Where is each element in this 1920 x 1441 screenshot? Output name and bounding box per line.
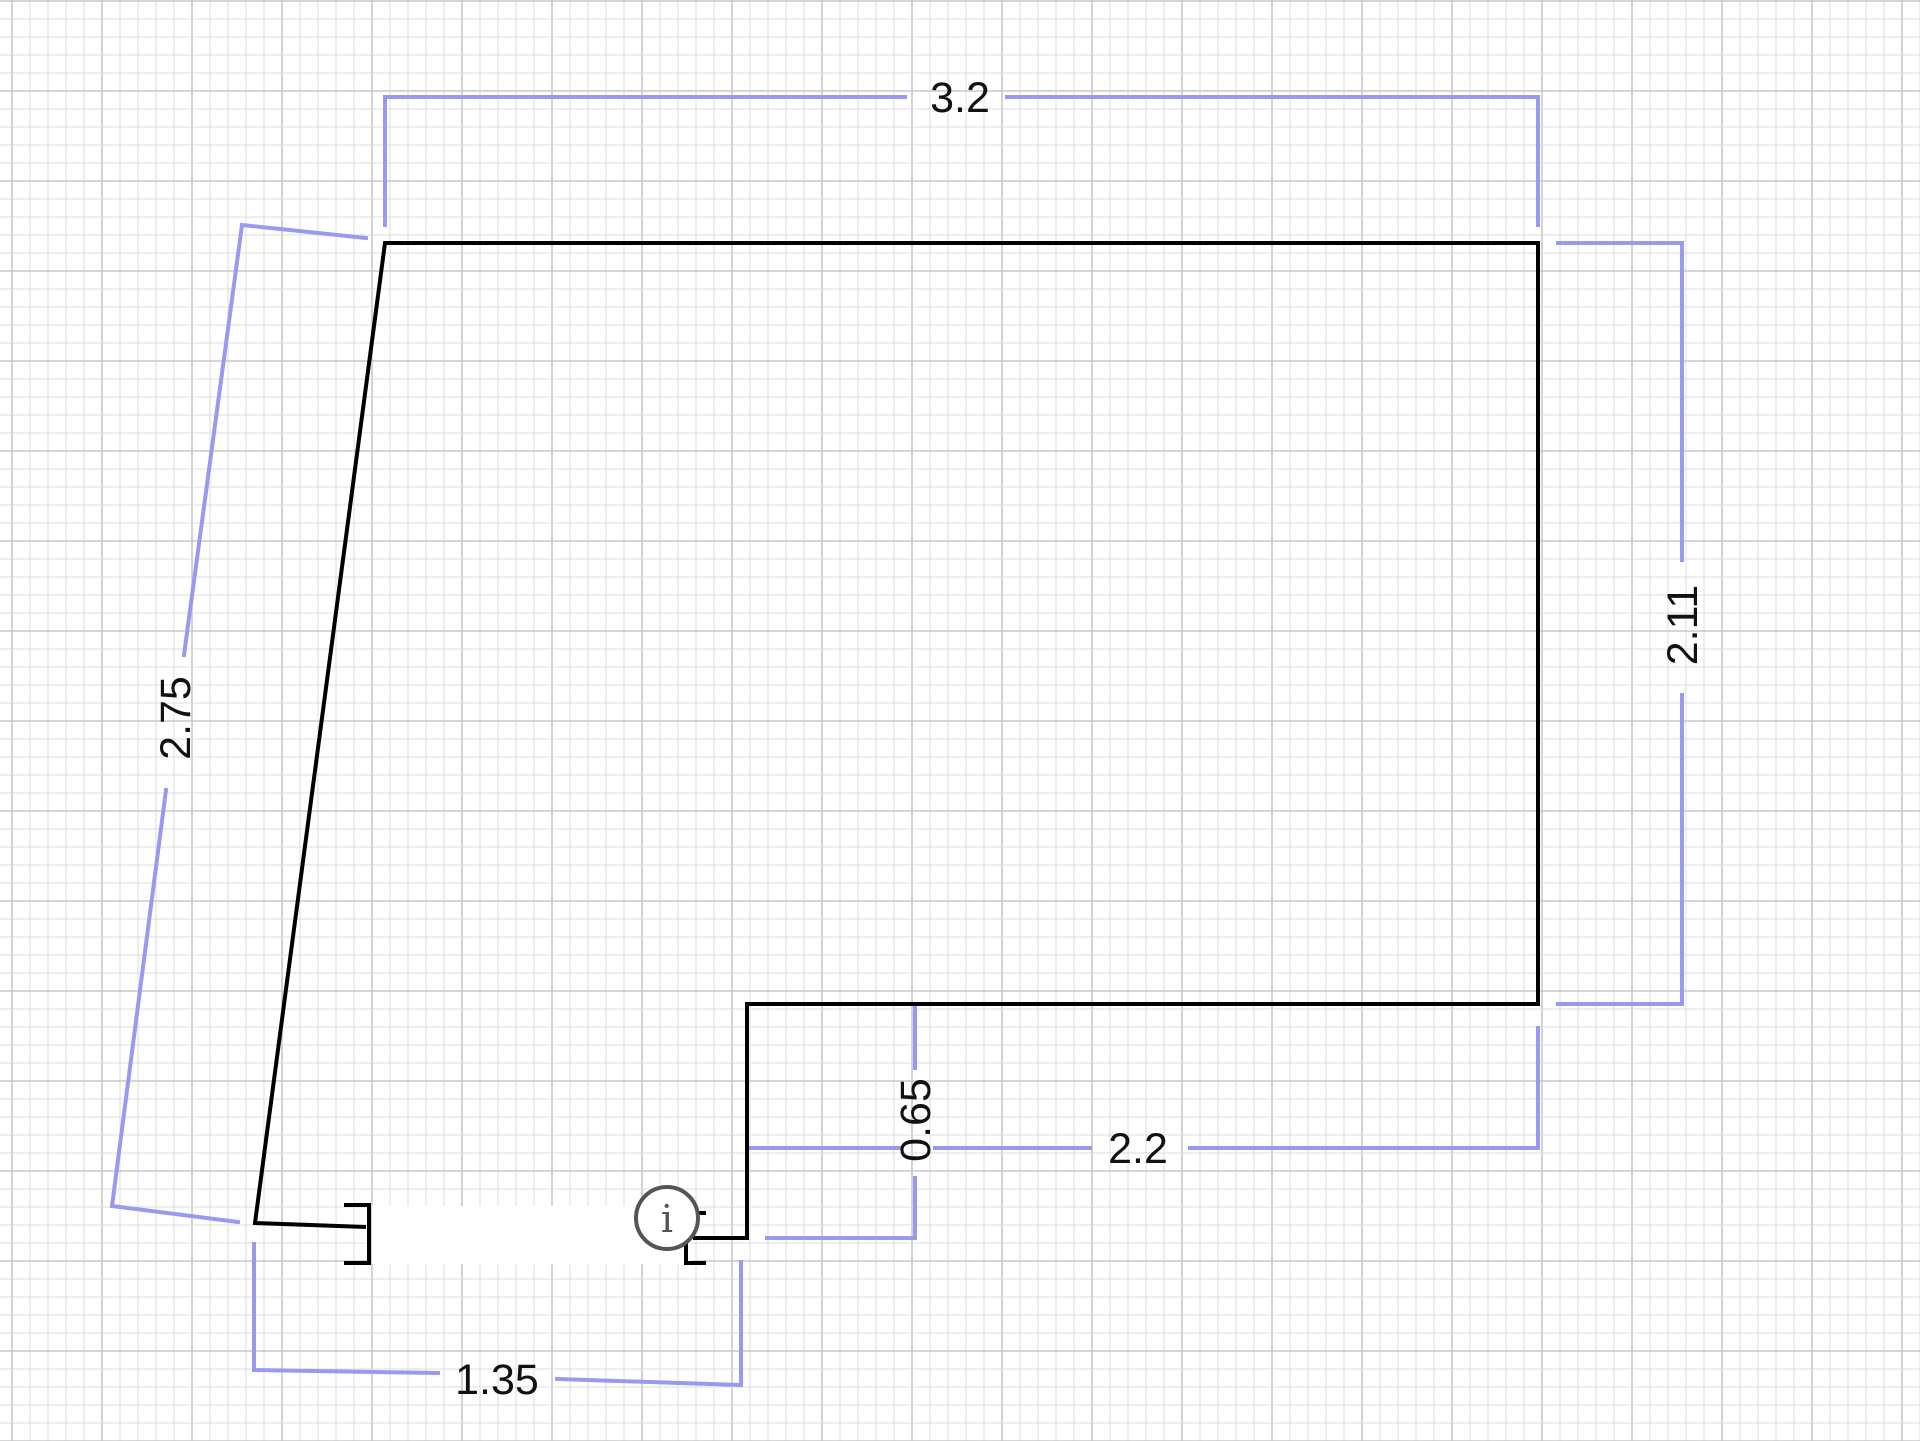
dimension-label-top[interactable]: 3.2: [930, 74, 990, 122]
dimension-line-top[interactable]: [383, 95, 907, 227]
dimension-line-left[interactable]: [181, 222, 369, 658]
dimension-label-left[interactable]: 2.75: [152, 676, 200, 760]
dimension-label-lower-width[interactable]: 2.2: [1108, 1125, 1168, 1173]
dimension-line-bottom-left[interactable]: [252, 1242, 441, 1376]
dimension-label-step[interactable]: 0.65: [892, 1078, 940, 1162]
door-jamb-left[interactable]: [344, 1203, 371, 1265]
dimension-line-lower-right[interactable]: [1188, 1026, 1540, 1150]
dimension-line-left-lower[interactable]: [109, 787, 241, 1225]
dimension-line-bottom-right[interactable]: [554, 1260, 743, 1388]
info-icon-glyph: i: [661, 1197, 673, 1241]
dimension-label-bottom[interactable]: 1.35: [455, 1356, 539, 1404]
dimension-line-right[interactable]: [1556, 241, 1684, 562]
dimension-line-step-bottom[interactable]: [765, 1176, 917, 1240]
dimension-label-right[interactable]: 2.11: [1659, 585, 1707, 666]
info-icon[interactable]: i: [634, 1185, 700, 1251]
dimension-line-right-lower[interactable]: [1556, 693, 1684, 1006]
dimension-line-step-top[interactable]: [745, 1002, 917, 1070]
dimension-line-top-right[interactable]: [1005, 95, 1540, 227]
wall-outline[interactable]: [252, 241, 1540, 1240]
